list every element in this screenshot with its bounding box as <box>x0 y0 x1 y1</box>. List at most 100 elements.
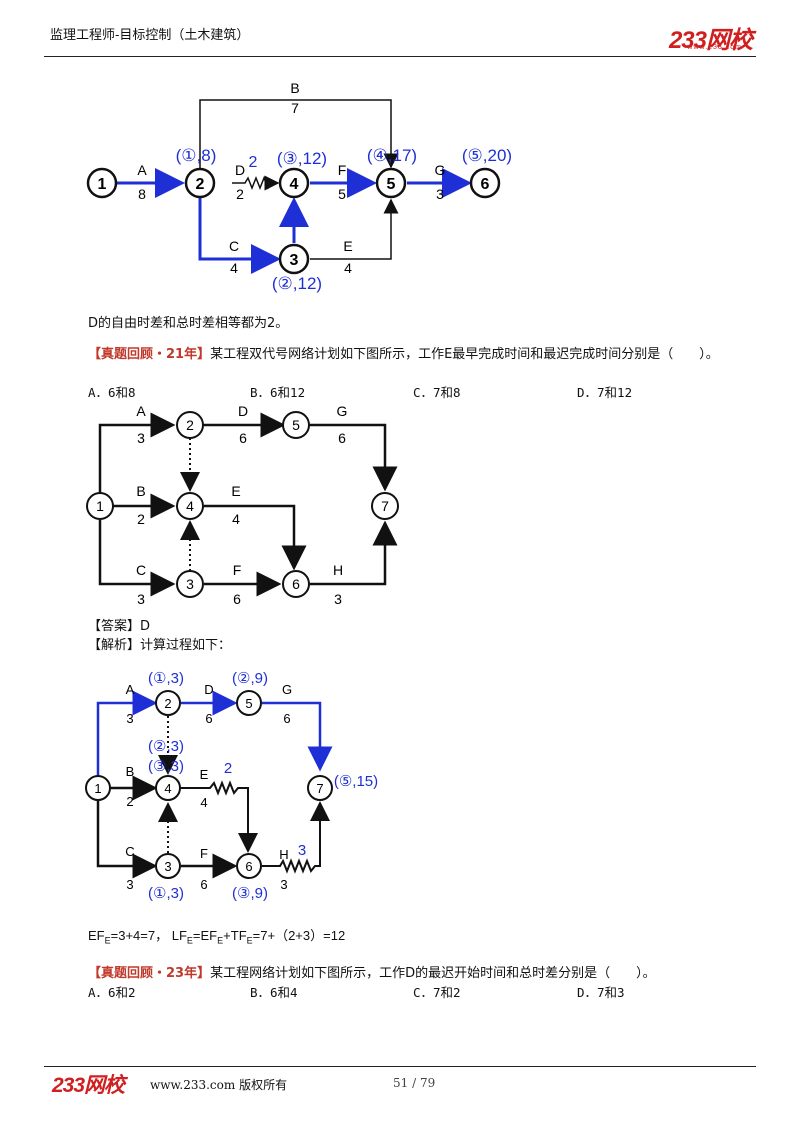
network-diagram-1: 1 2 3 4 5 6 A 8 B 7 D 2 2 F 5 G 3 C 4 E … <box>86 80 512 293</box>
svg-text:1: 1 <box>96 498 104 514</box>
question-23: 【真题回顾・23年】某工程网络计划如下图所示，工作D的最迟开始时间和总时差分别是… <box>88 962 750 981</box>
node: 6 <box>469 167 501 199</box>
edge-duration: 6 <box>200 877 207 892</box>
question-text: 某工程双代号网络计划如下图所示，工作E最早完成时间和最迟完成时间分别是（ ）。 <box>210 347 719 362</box>
edge-duration: 4 <box>344 260 352 276</box>
edge-label: G <box>435 162 446 178</box>
node-annotation: (①,3) <box>148 670 184 687</box>
edge-label: G <box>337 403 348 419</box>
edge-duration: 5 <box>338 186 346 202</box>
node-annotation: (①,3) <box>148 885 184 902</box>
edge-duration: 3 <box>126 877 133 892</box>
node-annotation: (⑤,15) <box>334 773 378 790</box>
svg-text:3: 3 <box>290 252 299 269</box>
node: 7 <box>371 492 399 520</box>
edge-label: D <box>235 162 245 178</box>
free-float-annotation: 3 <box>298 842 306 859</box>
edge-label: F <box>338 162 347 178</box>
edge-duration: 4 <box>232 511 240 527</box>
svg-text:5: 5 <box>292 417 300 433</box>
edge-label: A <box>126 682 135 697</box>
brand-logo-url: www.233.com <box>687 44 742 51</box>
edge-duration: 3 <box>137 591 145 607</box>
svg-text:1: 1 <box>94 781 101 796</box>
svg-text:6: 6 <box>481 176 490 193</box>
edge-label: B <box>290 80 299 96</box>
edge-label: F <box>233 562 242 578</box>
edge-duration: 4 <box>200 795 207 810</box>
node: 4 <box>278 167 310 199</box>
edge-label: A <box>137 162 147 178</box>
question-21: 【真题回顾・21年】某工程双代号网络计划如下图所示，工作E最早完成时间和最迟完成… <box>88 345 750 365</box>
edge-duration: 3 <box>436 186 444 202</box>
edge-duration: 2 <box>126 794 133 809</box>
node: 4 <box>155 775 181 801</box>
edge-duration: 6 <box>233 591 241 607</box>
edge-label: B <box>136 483 145 499</box>
edge-duration: 3 <box>137 430 145 446</box>
edge-label: F <box>200 846 208 861</box>
node: 1 <box>86 492 114 520</box>
analysis-line: 【解析】计算过程如下： <box>88 638 232 653</box>
option-d: D．7和3 <box>577 985 625 1000</box>
node-annotation: (②,3) <box>148 738 184 755</box>
edge-duration: 7 <box>291 100 299 116</box>
footer-logo: 233网校 <box>52 1074 125 1097</box>
edge-duration: 6 <box>205 711 212 726</box>
node: 6 <box>236 853 262 879</box>
question-tag: 【真题回顾・23年】 <box>88 966 211 981</box>
note-text: D的自由时差和总时差相等都为2。 <box>88 316 289 331</box>
edge-duration: 2 <box>236 186 244 202</box>
option-c: C．7和2 <box>413 985 461 1000</box>
svg-text:1: 1 <box>98 176 107 193</box>
node: 5 <box>236 690 262 716</box>
svg-text:5: 5 <box>387 176 396 193</box>
free-float-annotation: 2 <box>224 760 232 777</box>
node: 3 <box>155 853 181 879</box>
edge-label: E <box>231 483 240 499</box>
node-annotation: (⑤,20) <box>462 146 512 165</box>
edge-label: H <box>279 847 288 862</box>
svg-text:6: 6 <box>245 859 252 874</box>
page-header-title: 监理工程师-目标控制（土木建筑） <box>50 28 250 43</box>
svg-text:5: 5 <box>245 696 252 711</box>
node: 5 <box>282 411 310 439</box>
svg-text:4: 4 <box>164 781 171 796</box>
question-text: 某工程网络计划如下图所示，工作D的最迟开始时间和总时差分别是（ ）。 <box>210 966 656 981</box>
node: 1 <box>85 775 111 801</box>
free-float-annotation: 2 <box>249 154 258 171</box>
svg-text:4: 4 <box>290 176 299 193</box>
svg-text:2: 2 <box>196 176 205 193</box>
node-annotation: (③,12) <box>277 149 327 168</box>
svg-text:3: 3 <box>164 859 171 874</box>
node-annotation: (③,9) <box>232 885 268 902</box>
edge-label: C <box>229 238 239 254</box>
node: 2 <box>155 690 181 716</box>
brand-logo: 233网校 <box>668 27 753 54</box>
option-b: B．6和12 <box>250 385 306 400</box>
network-diagram-3: 1 2 3 4 5 6 7 A 3 B 2 C 3 D 6 G 6 E 4 F … <box>85 670 378 902</box>
edge-label: G <box>282 682 292 697</box>
edge-duration: 6 <box>338 430 346 446</box>
svg-text:4: 4 <box>186 498 194 514</box>
svg-text:7: 7 <box>316 781 323 796</box>
svg-text:2: 2 <box>164 696 171 711</box>
edge-label: C <box>125 844 134 859</box>
option-c: C．7和8 <box>413 385 461 400</box>
node: 4 <box>176 492 204 520</box>
node: 1 <box>86 167 118 199</box>
edge-label: A <box>136 403 146 419</box>
footer-copyright: www.233.com 版权所有 <box>150 1078 288 1092</box>
page-number: 51 / 79 <box>393 1076 436 1090</box>
edge-label: C <box>136 562 146 578</box>
svg-text:7: 7 <box>381 498 389 514</box>
option-b: B．6和4 <box>250 985 298 1000</box>
edge-duration: 2 <box>137 511 145 527</box>
node: 7 <box>307 775 333 801</box>
node: 3 <box>278 243 310 275</box>
node: 2 <box>184 167 216 199</box>
option-a: A．6和2 <box>88 985 136 1000</box>
formula-line: EFE=3+4=7， LFE=EFE+TFE=7+（2+3）=12 <box>88 928 346 946</box>
header-divider <box>44 56 756 57</box>
edge-duration: 8 <box>138 186 146 202</box>
